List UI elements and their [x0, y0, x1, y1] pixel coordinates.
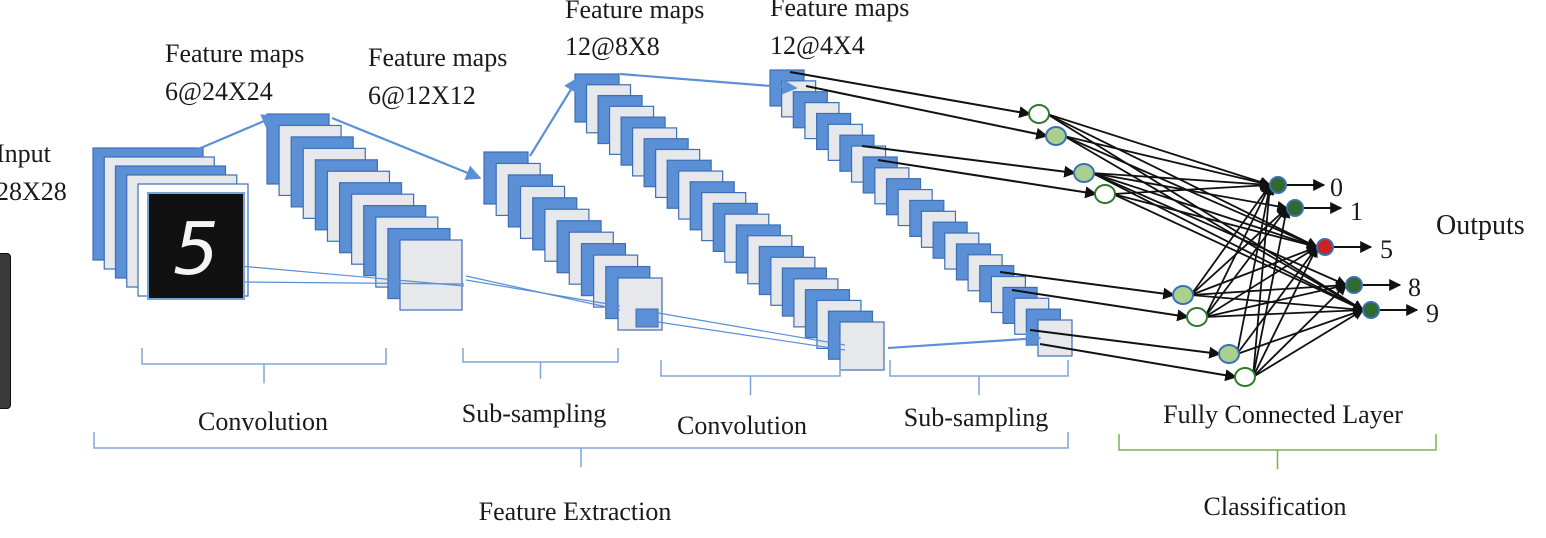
input-title: Input: [0, 139, 52, 168]
fm2-size: 6@12X12: [368, 81, 476, 110]
output-label-5: 5: [1380, 235, 1393, 264]
fc-connection: [1204, 184, 1271, 318]
layer-arrow: [195, 114, 278, 152]
brace-conv1: [141, 348, 387, 384]
fc-connection: [1190, 184, 1271, 296]
group-feature-extraction: Feature Extraction: [479, 497, 672, 526]
hidden-node: [1028, 104, 1050, 124]
fc-connection: [1204, 207, 1288, 318]
group-classification: Classification: [1204, 492, 1347, 521]
fc-connection: [1190, 207, 1288, 296]
fc-connection: [1046, 113, 1318, 248]
fc-input-arrow: [1039, 343, 1238, 382]
fc-connection: [1063, 135, 1364, 311]
output-node: [1362, 301, 1380, 319]
hidden-node: [1073, 163, 1095, 183]
hidden-node: [1186, 307, 1208, 327]
hidden-node: [1172, 285, 1194, 305]
fc-input-arrow: [789, 71, 1032, 119]
brace-feature-extraction: [93, 432, 1069, 468]
fm1-stack-map: [399, 239, 463, 311]
brace-conv2: [660, 360, 841, 396]
output-node: [1269, 176, 1287, 194]
stage-convolution-1: Convolution: [198, 407, 328, 436]
input-digit-glyph: 5: [173, 207, 219, 291]
input-size: 28X28: [0, 177, 67, 206]
network-arrows: [195, 71, 1419, 382]
layer-arrow: [529, 76, 579, 157]
fc-input-arrow: [1029, 329, 1222, 359]
hidden-node: [1045, 126, 1067, 146]
fc-connection: [1091, 172, 1272, 190]
fm3-stack-map: [839, 321, 885, 371]
output-label-8: 8: [1408, 273, 1421, 302]
fc-nodes: [1028, 104, 1380, 387]
fc-connection: [1112, 193, 1319, 250]
layer-arrow: [619, 72, 798, 95]
stage-subsampling-2: Sub-sampling: [904, 403, 1048, 432]
fc-input-arrow: [805, 85, 1049, 140]
receptive-field-line: [657, 321, 846, 351]
fc-input-arrow: [877, 159, 1098, 199]
fc-connection: [1236, 183, 1274, 355]
fc-connection: [1252, 183, 1275, 378]
output-node: [1286, 199, 1304, 217]
fc-connection: [1252, 284, 1347, 378]
fm3-size: 12@8X8: [565, 32, 660, 61]
fc-input-arrow: [999, 271, 1176, 300]
fm3-title: Feature maps: [565, 0, 704, 24]
receptive-field-line: [465, 275, 621, 311]
outputs-label: Outputs: [1436, 210, 1525, 241]
fm4-size: 12@4X4: [770, 31, 865, 60]
hidden-node: [1094, 184, 1116, 204]
fm2-stack: [483, 151, 663, 331]
fc-connection: [1236, 246, 1318, 355]
fm4-stack: [769, 69, 1073, 357]
output-label-0: 0: [1330, 173, 1343, 202]
hidden-node: [1218, 344, 1240, 364]
receptive-field-line: [657, 312, 846, 346]
output-label-9: 9: [1426, 299, 1439, 328]
fc-connection: [1091, 172, 1347, 287]
fc-connection: [1252, 206, 1291, 378]
fm4-stack-map: [1037, 319, 1073, 357]
brace-sub2: [889, 360, 1069, 396]
fc-connection: [1252, 309, 1364, 378]
layer-arrow: [331, 116, 482, 180]
output-node: [1316, 238, 1334, 256]
fc-connection: [1112, 180, 1272, 195]
fm4-title: Feature maps: [770, 0, 909, 22]
fm2-title: Feature maps: [368, 43, 507, 72]
fm3-stack: [574, 73, 885, 371]
fm1-size: 6@24X24: [165, 77, 273, 106]
fc-connection: [1236, 308, 1365, 355]
brace-classification: [1118, 434, 1437, 470]
stage-fully-connected: Fully Connected Layer: [1163, 400, 1403, 429]
input-digit-image: 5: [147, 192, 245, 300]
output-node: [1345, 276, 1363, 294]
brace-sub1: [462, 348, 619, 379]
stage-braces: [93, 348, 1437, 470]
receptive-field-line: [239, 265, 465, 287]
layer-arrow: [887, 331, 1042, 350]
fm1-title: Feature maps: [165, 39, 304, 68]
fc-connection: [1091, 172, 1319, 250]
output-label-1: 1: [1350, 197, 1363, 226]
fc-connection: [1046, 113, 1364, 311]
receptive-field-line: [239, 281, 465, 285]
fc-input-arrow: [1011, 289, 1190, 322]
stage-subsampling-1: Sub-sampling: [462, 399, 606, 428]
fc-connection: [1046, 113, 1272, 188]
fc-connection: [1252, 246, 1318, 378]
hidden-node: [1234, 367, 1256, 387]
receptive-field-patch: [635, 308, 659, 328]
fc-connection: [1204, 281, 1348, 318]
fc-input-arrow: [861, 145, 1077, 178]
side-tab-handle[interactable]: [0, 253, 11, 409]
fc-connection: [1063, 135, 1272, 189]
fm1-stack: [266, 113, 463, 311]
stage-convolution-2: Convolution: [677, 411, 807, 440]
